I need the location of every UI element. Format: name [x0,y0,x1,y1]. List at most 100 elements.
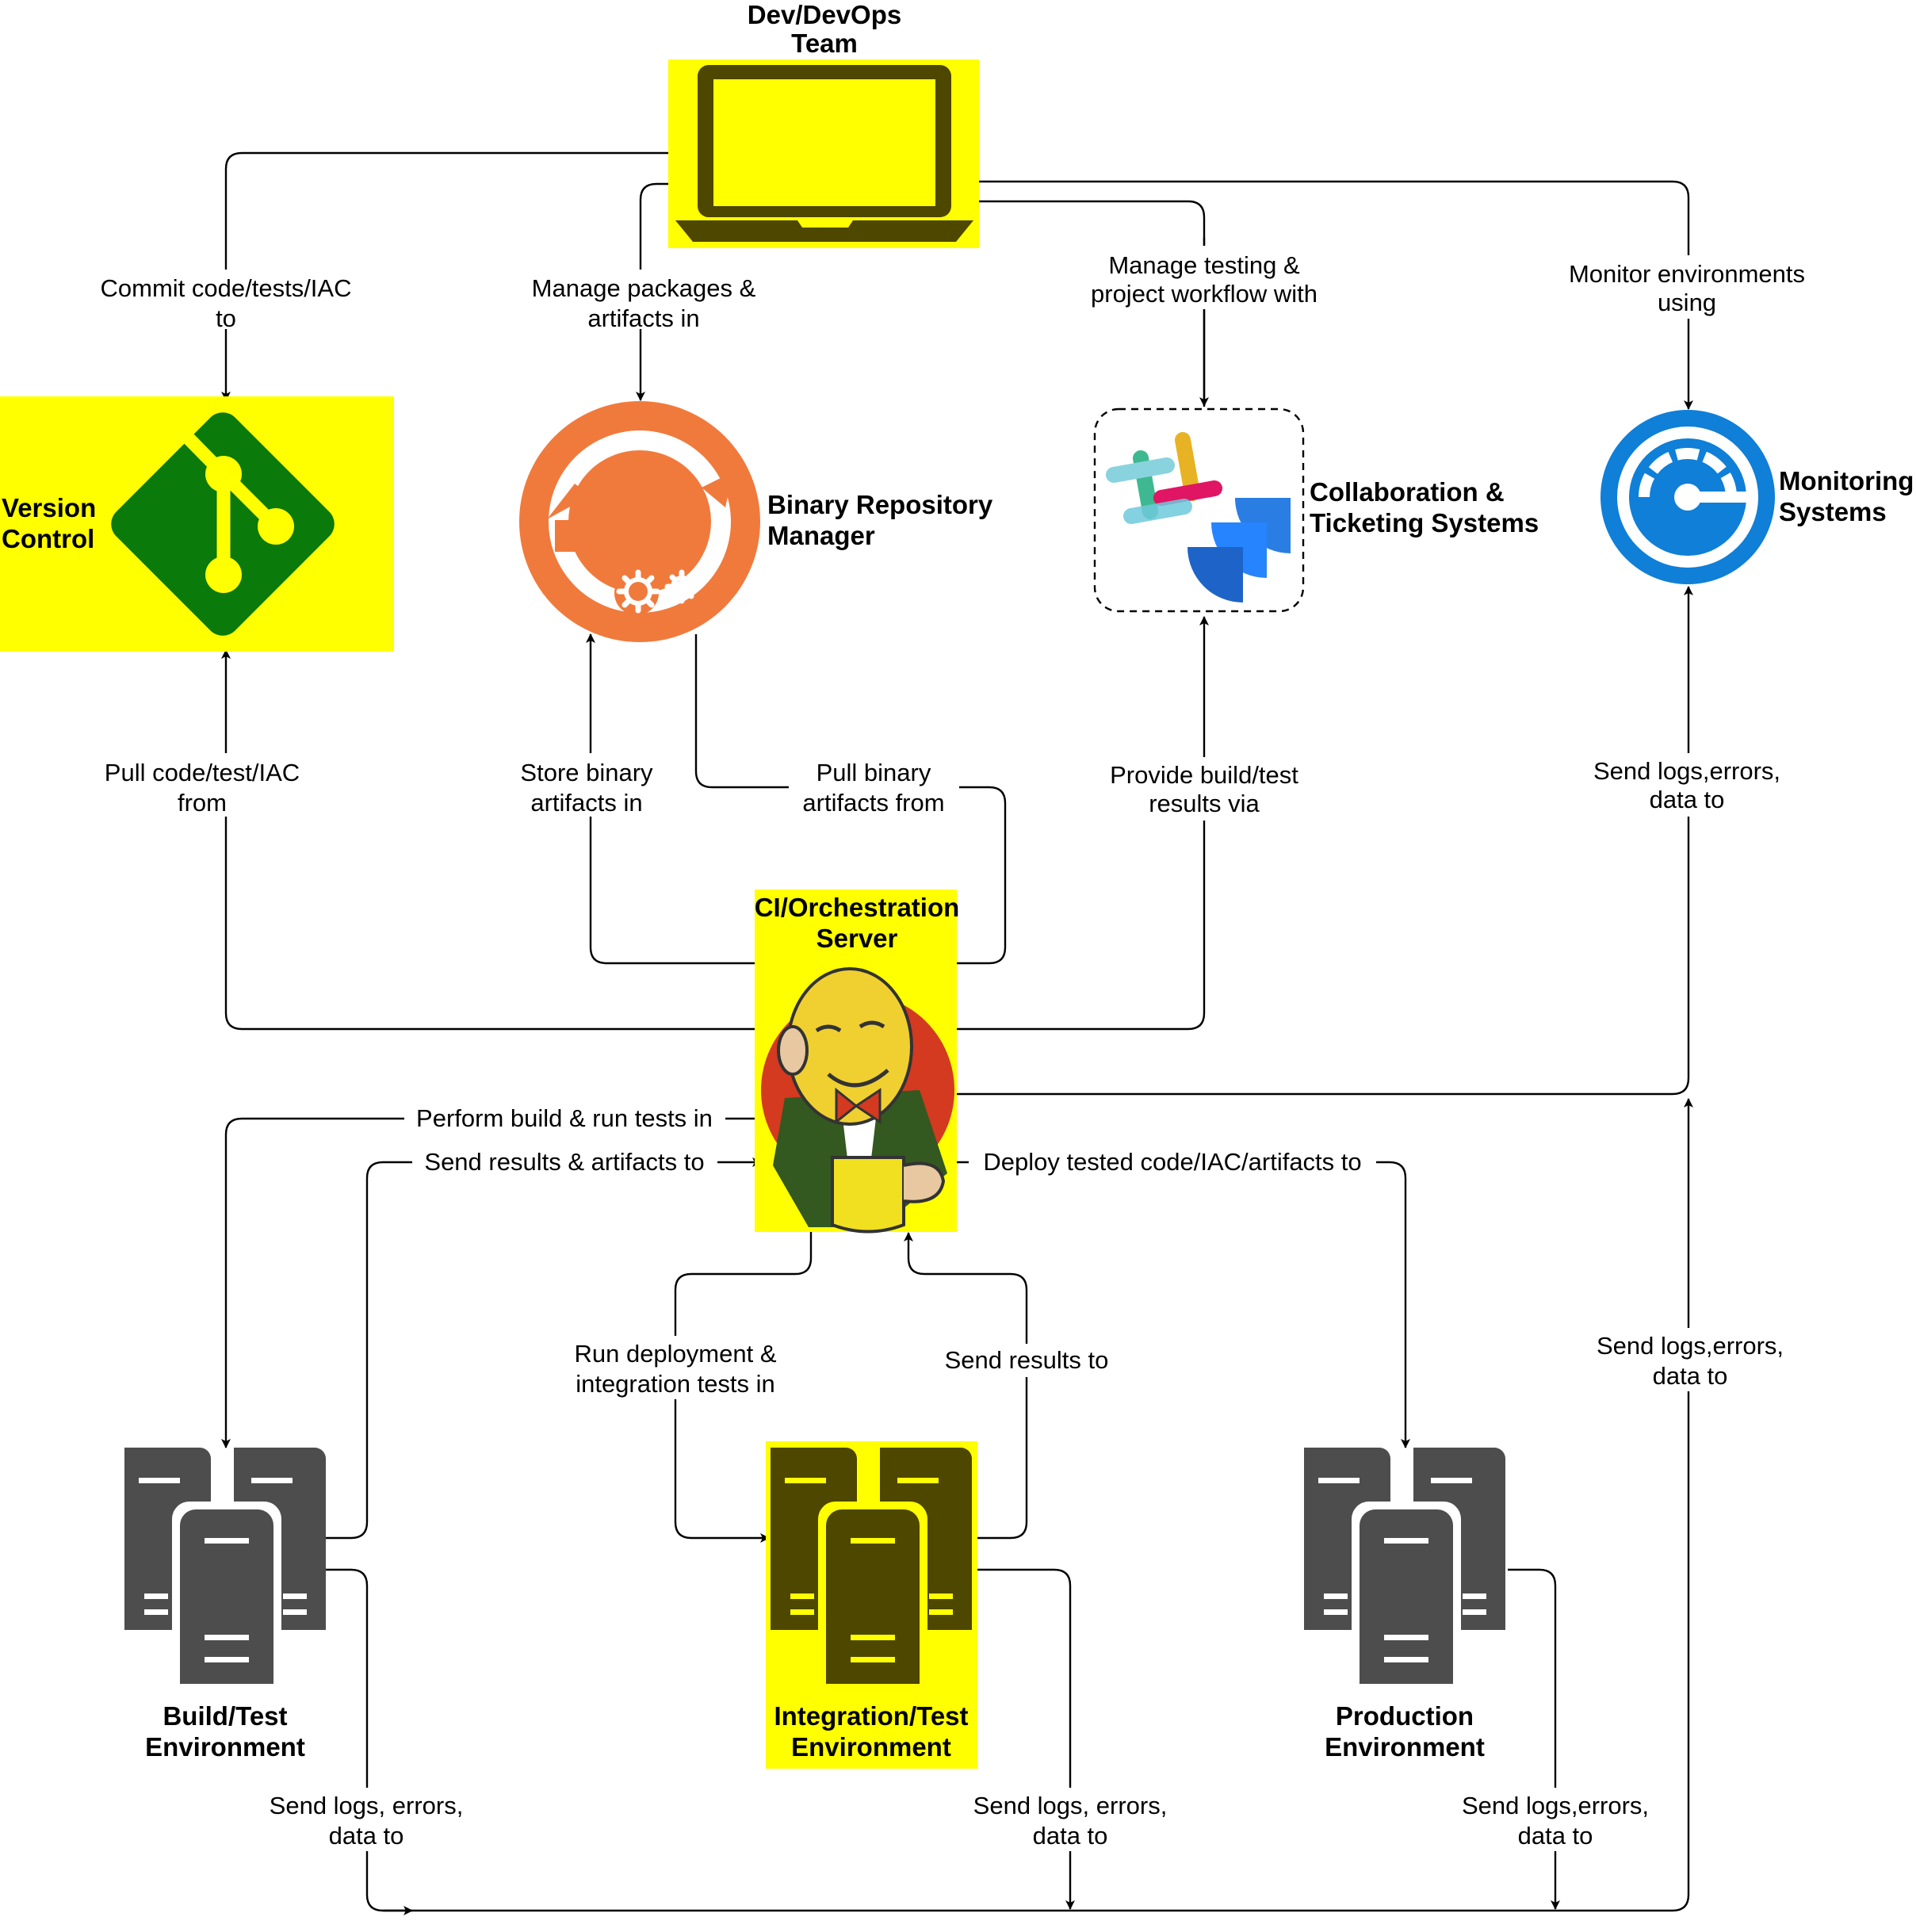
node-ci-server: CI/Orchestration Server [755,889,960,1234]
build-env-label-line1: Build/Test [163,1701,287,1731]
edge-labels: Commit code/tests/IAC to Manage packages… [83,246,1811,1851]
version-control-label-line1: Version [2,493,96,522]
label-send-logs-integration-line2: data to [1033,1822,1108,1850]
edge-send-results-artifacts [325,1157,762,1540]
edge-send-logs-ci [954,586,1693,1096]
server-rack-icon [771,1448,972,1684]
label-provide-results-line1: Provide build/test [1110,761,1298,789]
edge-pull-code [221,649,761,1031]
edges [221,151,1693,1915]
label-store-binary: Store binary artifacts in [509,753,667,817]
git-icon [111,412,335,636]
label-monitor-envs-line2: using [1658,289,1716,316]
label-run-deployment-line2: integration tests in [576,1370,775,1398]
laptop-icon [675,65,973,242]
label-provide-results-line2: results via [1149,790,1260,817]
label-provide-results: Provide build/test results via [1102,757,1308,821]
gauge-icon [1600,410,1775,584]
edge-send-logs-build [325,1568,413,1915]
node-binary-repository: Binary Repository Manager [519,401,993,642]
label-send-logs-ci-line1: Send logs,errors, [1593,757,1780,785]
server-rack-icon [1304,1448,1505,1684]
edge-deploy-tested [954,1161,1410,1448]
label-send-logs-build: Send logs, errors, data to [258,1788,476,1851]
edge-pull-binary [694,634,1007,968]
binary-repository-label-line2: Manager [767,521,875,550]
label-send-logs-right: Send logs,errors, data to [1585,1328,1792,1391]
node-build-env: Build/Test Environment [124,1448,326,1762]
label-send-logs-production: Send logs,errors, data to [1451,1788,1661,1851]
label-send-logs-ci-line2: data to [1650,786,1725,813]
version-control-label-line2: Control [2,524,94,553]
monitoring-label-line2: Systems [1779,497,1887,526]
node-integration-env: Integration/Test Environment [766,1441,977,1769]
server-rack-icon [124,1448,326,1684]
label-send-logs-build-line2: data to [329,1822,404,1850]
label-deploy-tested: Deploy tested code/IAC/artifacts to [969,1146,1376,1179]
edge-send-results-to [904,1232,1028,1540]
edge-store-binary [586,633,761,965]
label-send-logs-integration: Send logs, errors, data to [961,1788,1179,1851]
label-manage-packages-line1: Manage packages & [532,274,756,302]
label-send-results-to: Send results to [931,1344,1122,1377]
edge-provide-results [954,616,1209,1031]
label-commit-line2: to [216,304,236,332]
label-monitor-envs: Monitor environments using [1566,255,1811,319]
label-manage-packages-line2: artifacts in [587,304,699,332]
build-env-label-line2: Environment [145,1732,305,1762]
label-send-logs-right-line1: Send logs,errors, [1597,1332,1784,1360]
label-store-binary-line2: artifacts in [530,789,642,817]
edge-commit [221,151,698,401]
label-manage-testing-line1: Manage testing & [1108,251,1300,279]
monitoring-label-line1: Monitoring [1779,466,1914,495]
label-monitor-envs-line1: Monitor environments [1569,260,1805,288]
label-send-logs-production-line1: Send logs,errors, [1462,1792,1649,1819]
label-pull-code-line2: from [178,789,227,817]
jira-icon [1187,498,1291,603]
label-pull-binary: Pull binary artifacts from [789,753,959,817]
label-store-binary-line1: Store binary [520,759,653,786]
node-production-env: Production Environment [1304,1448,1505,1762]
label-send-logs-build-line1: Send logs, errors, [270,1792,464,1819]
collaboration-label-line1: Collaboration & [1310,477,1505,507]
jenkins-butler-icon [761,967,954,1234]
label-send-results-artifacts: Send results & artifacts to [412,1146,717,1179]
label-manage-packages: Manage packages & artifacts in [519,270,765,332]
node-version-control: Version Control [0,396,394,652]
ci-server-label-line2: Server [816,924,898,953]
label-perform-build-text: Perform build & run tests in [416,1104,713,1132]
edge-send-logs-bus [383,1098,1693,1912]
binary-repository-icon [519,401,760,642]
label-run-deployment-line1: Run deployment & [574,1340,776,1368]
label-commit: Commit code/tests/IAC to [83,270,369,332]
ci-server-label-line1: CI/Orchestration [755,893,960,922]
label-commit-line1: Commit code/tests/IAC [101,274,352,302]
edge-manage-packages [636,182,698,401]
label-send-logs-production-line2: data to [1518,1822,1593,1850]
label-send-results-artifacts-text: Send results & artifacts to [424,1148,704,1176]
binary-repository-label-line1: Binary Repository [767,490,993,519]
node-collaboration: Collaboration & Ticketing Systems [1093,407,1539,613]
label-pull-binary-line2: artifacts from [802,789,944,817]
label-pull-binary-line1: Pull binary [816,759,931,786]
integration-env-label-line2: Environment [791,1732,951,1762]
edge-monitor-envs [969,180,1693,410]
label-send-logs-integration-line1: Send logs, errors, [973,1792,1168,1819]
node-monitoring: Monitoring Systems [1600,410,1914,584]
dev-team-label-line1: Dev/DevOps [748,0,901,29]
integration-env-label-line1: Integration/Test [774,1701,968,1731]
edge-run-deployment [674,1231,813,1543]
slack-icon [1106,432,1222,524]
label-deploy-tested-text: Deploy tested code/IAC/artifacts to [983,1148,1361,1176]
edge-send-logs-integration [973,1568,1075,1910]
label-pull-code: Pull code/test/IAC from [95,753,309,817]
production-env-label-line2: Environment [1325,1732,1485,1762]
label-pull-code-line1: Pull code/test/IAC [105,759,300,786]
edge-perform-build [221,1117,761,1448]
label-manage-testing-line2: project workflow with [1091,280,1317,308]
production-env-label-line1: Production [1336,1701,1474,1731]
label-send-logs-ci: Send logs,errors, data to [1589,753,1788,817]
label-perform-build: Perform build & run tests in [404,1102,725,1135]
label-send-logs-right-line2: data to [1653,1362,1728,1390]
